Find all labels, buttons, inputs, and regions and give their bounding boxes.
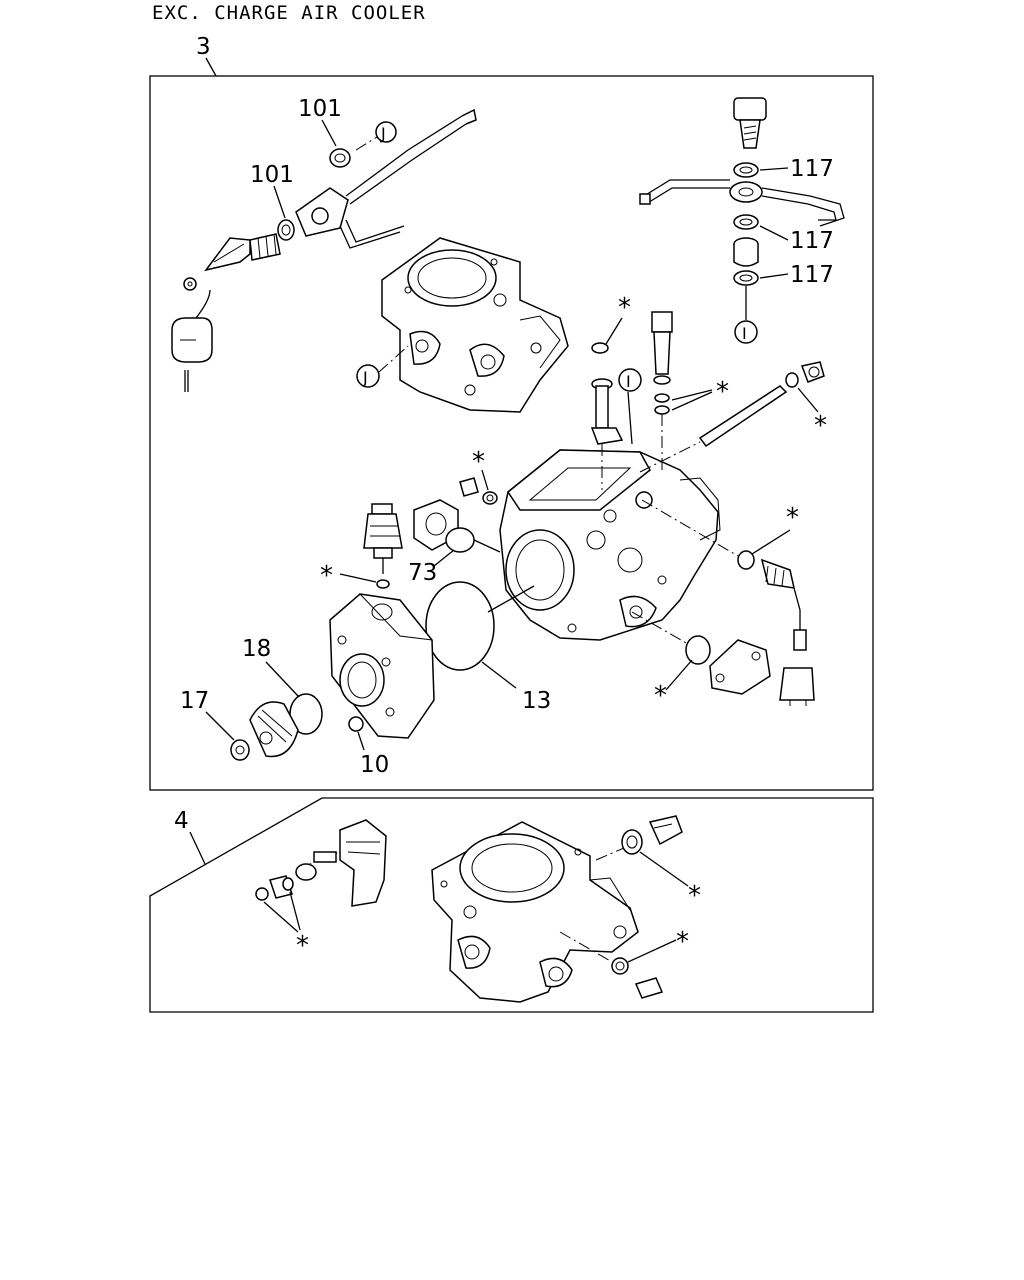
upper-group-frame [149, 75, 874, 791]
solenoid-valve [363, 503, 403, 574]
callout-10: 10 [360, 752, 389, 778]
ref-I-label-center: I [626, 372, 631, 391]
lower-group-frame [149, 797, 874, 1013]
callout-101-upper: 101 [298, 96, 342, 122]
callout-117-middle: 117 [790, 228, 834, 254]
ref-J-label-top: J [380, 124, 386, 143]
oring-asterisk-top [591, 342, 609, 354]
spacer-block [733, 237, 759, 267]
group-number-3: 3 [196, 34, 211, 60]
washer-117-middle [733, 214, 759, 230]
small-bolt [459, 477, 498, 505]
bracket-pipe [295, 108, 477, 249]
group-4-leader [189, 831, 206, 865]
pin-and-cap [255, 851, 337, 901]
asterisk-lower-right-top: * [688, 881, 701, 911]
asterisk-valve-rings: * [716, 377, 729, 407]
sensor-with-harness [171, 233, 281, 392]
ref-J-circle-body [356, 364, 380, 388]
oring-asterisk-left [376, 579, 390, 589]
callout-18: 18 [242, 636, 271, 662]
adjusting-screw [639, 361, 825, 473]
pressure-sensor-right [641, 499, 815, 706]
fuel-cut-valve [651, 311, 673, 470]
throttle-body-lower [431, 821, 639, 1003]
bracket-lower [299, 819, 387, 907]
screw-lower-right [559, 931, 664, 999]
washer-101-upper [329, 148, 351, 168]
asterisk-lower-right-bottom: * [676, 927, 689, 957]
plug [249, 701, 299, 758]
callout-117-bottom: 117 [790, 262, 834, 288]
ref-I-circle-right [734, 320, 758, 344]
callout-17: 17 [180, 688, 209, 714]
control-shaft [590, 378, 624, 490]
page-title: EXC. CHARGE AIR COOLER [152, 2, 426, 24]
asterisk-oring-top: * [618, 293, 631, 323]
callout-117-top: 117 [790, 156, 834, 182]
oring-73 [445, 527, 475, 553]
asterisk-cover-oring: * [654, 681, 667, 711]
oring-13 [425, 581, 495, 671]
ref-J-label-body: J [362, 368, 368, 387]
cover-plate [631, 611, 771, 695]
housing-block [329, 593, 435, 739]
asterisk-bolt-washer: * [472, 447, 485, 477]
group-3-leader [205, 57, 217, 77]
callout-73: 73 [408, 560, 437, 586]
banjo-pipe [639, 179, 845, 227]
washer-117-top [733, 162, 759, 178]
asterisk-oring-left: * [320, 561, 333, 591]
nut-10 [348, 716, 364, 732]
asterisk-sensor-right: * [786, 503, 799, 533]
washer-117-bottom [733, 270, 759, 286]
washer-101-lower [277, 219, 295, 241]
callout-101-lower: 101 [250, 162, 294, 188]
callout-13: 13 [522, 688, 551, 714]
banjo-bolt [733, 97, 767, 149]
asterisk-lower-left: * [296, 931, 309, 961]
plug-lower-right [595, 815, 683, 861]
ref-I-circle-center [618, 368, 642, 392]
ref-I-label-right: I [742, 324, 747, 343]
group-number-4: 4 [174, 808, 189, 834]
throttle-body-upper [381, 237, 569, 413]
asterisk-screw: * [814, 411, 827, 441]
pump-main-body [499, 449, 721, 641]
washer-17 [230, 739, 250, 761]
ref-J-circle-top [375, 121, 397, 143]
